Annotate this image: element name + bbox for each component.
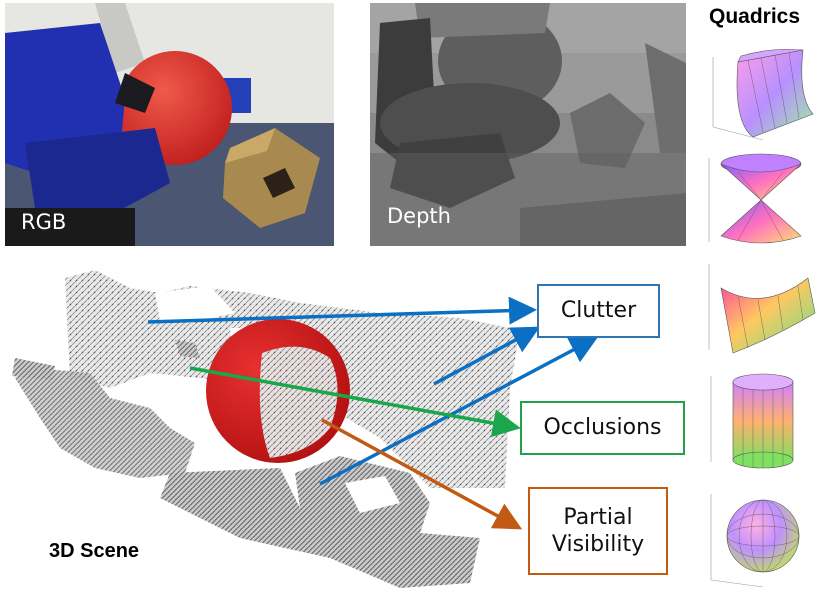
quadric-cone-plot bbox=[708, 153, 802, 244]
partial-visibility-label-line1: Partial bbox=[563, 504, 633, 530]
depth-label: Depth bbox=[387, 204, 451, 228]
quadric-hyperbolic-paraboloid-plot bbox=[708, 264, 816, 354]
clutter-arrow-3 bbox=[319, 336, 599, 486]
scene-title: 3D Scene bbox=[49, 540, 140, 562]
occlusions-arrow bbox=[189, 366, 521, 438]
partial-visibility-label-line2: Visibility bbox=[551, 532, 645, 557]
clutter-arrow-2 bbox=[433, 326, 541, 386]
partial-visibility-arrow bbox=[321, 418, 523, 530]
quadric-sphere-plot bbox=[710, 494, 800, 588]
clutter-arrow-1 bbox=[147, 296, 537, 325]
quadric-parabolic-cylinder-plot bbox=[712, 48, 814, 141]
clutter-callout: Clutter bbox=[537, 284, 660, 338]
rgb-label: RGB bbox=[21, 210, 67, 234]
point-cloud-scene bbox=[12, 270, 520, 588]
rgb-image: RGB bbox=[5, 3, 334, 246]
occlusions-label: Occlusions bbox=[543, 415, 662, 441]
quadric-cylinder-plot bbox=[710, 373, 794, 469]
quadrics-title: Quadrics bbox=[709, 5, 801, 28]
occlusions-callout: Occlusions bbox=[520, 401, 685, 455]
partial-visibility-callout: Partial Visibility bbox=[528, 487, 668, 575]
depth-image: Depth bbox=[370, 3, 686, 246]
clutter-label: Clutter bbox=[560, 298, 637, 324]
